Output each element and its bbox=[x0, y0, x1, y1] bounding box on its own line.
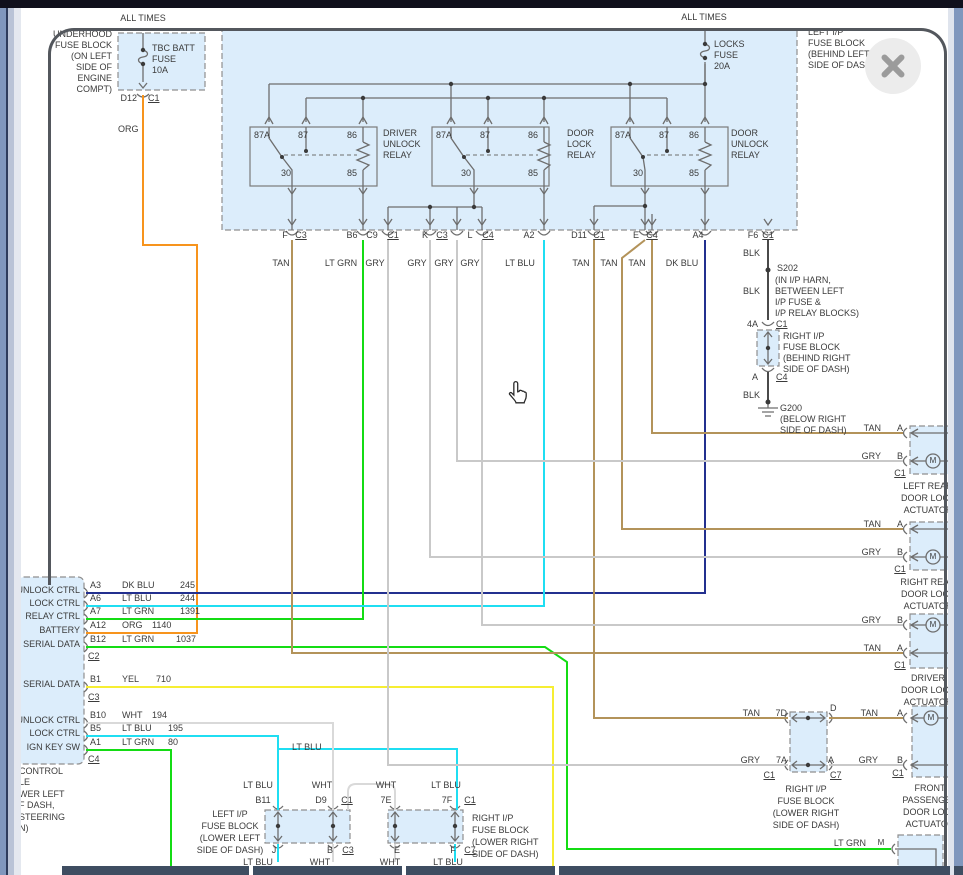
driver-unlock-relay-box bbox=[249, 126, 378, 187]
underhood-fuse-block-box bbox=[117, 32, 206, 91]
wire-tan bbox=[291, 239, 903, 719]
bottom-edge-segment bbox=[559, 866, 950, 875]
driver-motor-icon bbox=[925, 617, 941, 633]
relay-outlines bbox=[249, 126, 729, 187]
wire-ltblu bbox=[86, 240, 545, 862]
control-module-box bbox=[17, 576, 85, 765]
bottom-edge-segment bbox=[253, 866, 402, 875]
motor-symbols bbox=[923, 453, 941, 726]
frontpass-motor-icon bbox=[923, 710, 939, 726]
door-lock-relay-box bbox=[431, 126, 550, 187]
junction-dots bbox=[140, 41, 811, 829]
bottomright-fuse-box bbox=[387, 809, 464, 844]
bottom-edge-segment bbox=[954, 866, 963, 875]
bottom-edge-segment bbox=[406, 866, 555, 875]
mouse-cursor-icon bbox=[508, 380, 527, 404]
left-margin-strip bbox=[14, 8, 21, 875]
window-top-edge bbox=[0, 0, 963, 8]
relay-fuse-block-box bbox=[221, 29, 798, 231]
bottom-edge-segment bbox=[62, 866, 249, 875]
wire-ltgrn bbox=[86, 240, 891, 866]
right-scrollbar-track[interactable] bbox=[948, 8, 954, 875]
close-button[interactable] bbox=[865, 38, 921, 94]
diagram-frame-border-right bbox=[944, 585, 947, 866]
left-window-edge-line bbox=[6, 8, 8, 875]
door-unlock-relay-box bbox=[610, 126, 729, 187]
wire-yel bbox=[86, 686, 554, 866]
diagram-frame-border bbox=[48, 28, 947, 585]
leftrear-motor-icon bbox=[925, 453, 941, 469]
wires bbox=[86, 95, 903, 866]
wire-gry bbox=[387, 240, 903, 766]
left-window-edge bbox=[0, 8, 6, 875]
right-window-edge bbox=[954, 8, 963, 875]
left-scrollbar-track bbox=[8, 8, 14, 875]
wire-org bbox=[86, 95, 198, 634]
component-boxes bbox=[17, 29, 959, 869]
wire-wht bbox=[86, 722, 396, 862]
